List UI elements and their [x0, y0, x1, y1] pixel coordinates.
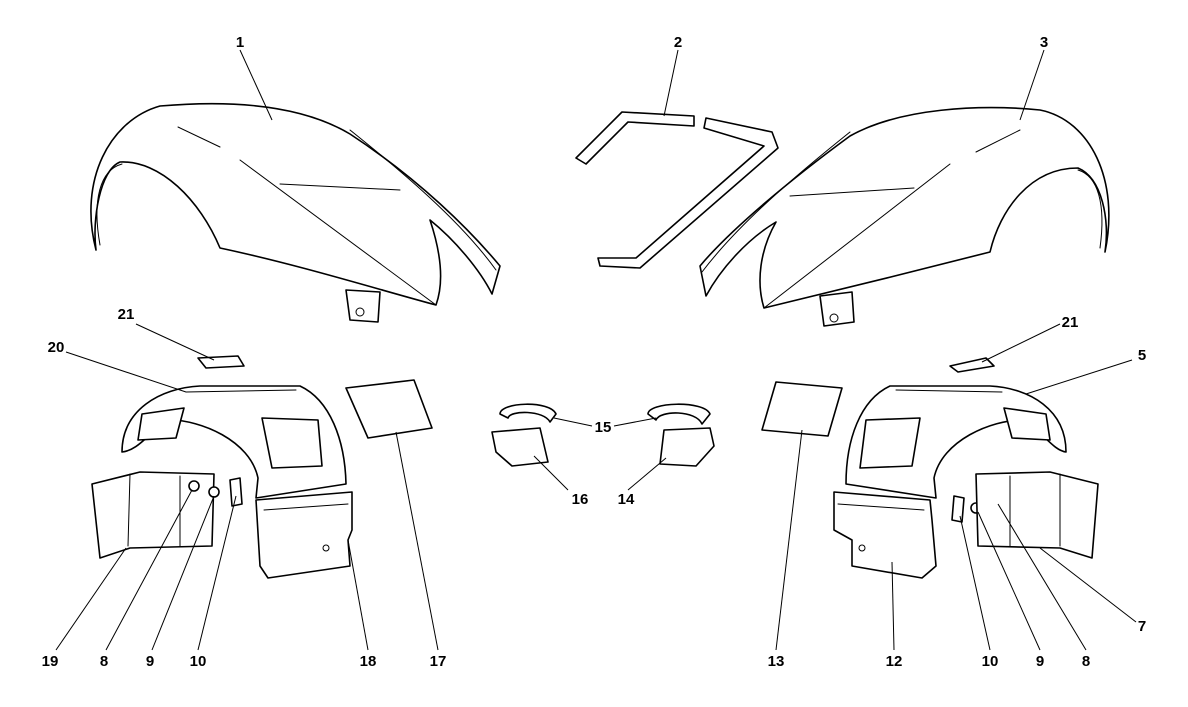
callout-8-right: 8 [1082, 653, 1090, 670]
callout-14: 14 [618, 491, 635, 508]
part-21-right-clip [949, 357, 995, 373]
part-9-left-washer [208, 486, 220, 498]
callout-2: 2 [674, 34, 682, 51]
callout-15: 15 [595, 419, 612, 436]
part-21-left-clip [197, 355, 245, 369]
part-5-right-wheelarch-liner [845, 385, 1067, 499]
part-10-left-bracket [229, 477, 243, 507]
part-14-bracket [659, 427, 715, 467]
part-15-left-band [499, 403, 557, 423]
part-15-right-band [647, 403, 711, 425]
callout-13: 13 [768, 653, 785, 670]
callout-5: 5 [1138, 347, 1146, 364]
callout-21-right: 21 [1062, 314, 1079, 331]
part-19-left-lower-liner [91, 471, 215, 559]
callout-7: 7 [1138, 618, 1146, 635]
callout-17: 17 [430, 653, 447, 670]
callout-12: 12 [886, 653, 903, 670]
callout-19: 19 [42, 653, 59, 670]
part-1-left-fender [90, 102, 501, 323]
callout-10-left: 10 [190, 653, 207, 670]
part-17-left-panel [345, 379, 433, 439]
callout-labels: 1 2 3 5 7 8 9 10 12 13 14 15 16 17 18 19… [42, 34, 1147, 670]
callout-1: 1 [236, 34, 244, 51]
part-8-left-screw [188, 480, 200, 492]
part-20-left-wheelarch-liner [121, 385, 347, 499]
callout-16: 16 [572, 491, 589, 508]
callout-21-left: 21 [118, 306, 135, 323]
callout-8-left: 8 [100, 653, 108, 670]
part-2-seal-strip [575, 111, 779, 269]
part-7-right-lower-liner [975, 471, 1099, 559]
part-10-right-bracket [951, 495, 965, 523]
callout-20: 20 [48, 339, 65, 356]
callout-10-right: 10 [982, 653, 999, 670]
part-12-right-rear-panel [833, 491, 937, 579]
part-3-right-fender [699, 106, 1110, 327]
leader-lines [55, 49, 1137, 651]
callout-3: 3 [1040, 34, 1048, 51]
part-13-right-panel [761, 381, 843, 437]
callout-9-left: 9 [146, 653, 154, 670]
part-16-bracket [491, 427, 549, 467]
part-18-left-rear-panel [255, 491, 353, 579]
callout-18: 18 [360, 653, 377, 670]
callout-9-right: 9 [1036, 653, 1044, 670]
